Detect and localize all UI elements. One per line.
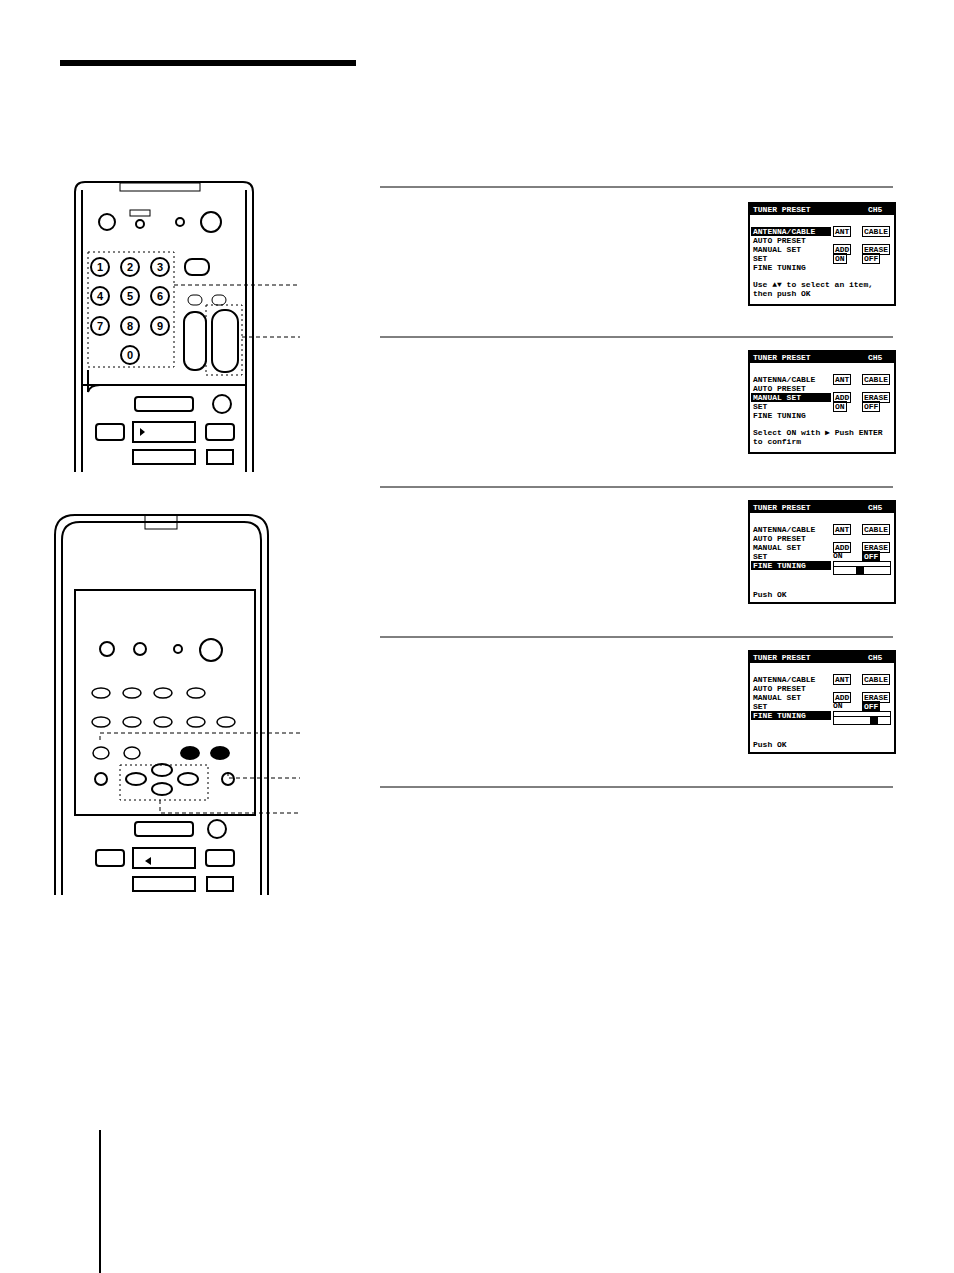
osd-screen: TUNER PRESET CH5ANTENNA/CABLE ANT CABLE AUTO… bbox=[748, 350, 896, 454]
screen-text: ANT bbox=[833, 226, 851, 237]
screen-text: TUNER PRESET bbox=[753, 353, 811, 362]
osd-screen: TUNER PRESET CH5ANTENNA/CABLE ANT CABLE AUTO… bbox=[748, 650, 896, 754]
screen-text: ANT bbox=[833, 374, 851, 385]
screen-text: ANTENNA/CABLE bbox=[753, 227, 815, 236]
screen-text: ON bbox=[833, 401, 847, 412]
screen-text: TUNER PRESET bbox=[753, 205, 811, 214]
screen-text: CABLE bbox=[862, 374, 890, 385]
screen-text: Push OK bbox=[753, 590, 891, 599]
screen-text: SET bbox=[753, 552, 767, 561]
screen-text: ANT bbox=[833, 674, 851, 685]
tuning-bar bbox=[833, 561, 891, 575]
screen-text: MANUAL SET bbox=[753, 245, 801, 254]
osd-screen: TUNER PRESET CH5ANTENNA/CABLE ANT CABLE AUTO… bbox=[748, 500, 896, 604]
screen-text: OFF bbox=[862, 701, 880, 712]
screen-text: FINE TUNING bbox=[753, 711, 806, 720]
screen-text: ANTENNA/CABLE bbox=[753, 675, 815, 684]
number-button bbox=[91, 258, 109, 276]
screen-text: Use ▲▼ to select an item, then push OK bbox=[753, 280, 891, 298]
number-button bbox=[121, 287, 139, 305]
screen-text: SET bbox=[753, 254, 767, 263]
tuning-bar bbox=[833, 711, 891, 725]
osd-screen: TUNER PRESET CH5ANTENNA/CABLE ANT CABLE AUTO… bbox=[748, 202, 896, 306]
button-number: 0 bbox=[122, 349, 138, 361]
screen-text: CH5 bbox=[868, 353, 882, 362]
screen-text: CH5 bbox=[868, 205, 882, 214]
tuning-scale bbox=[834, 716, 890, 717]
screen-text: ANT bbox=[833, 524, 851, 535]
screen-text: AUTO PRESET bbox=[753, 384, 806, 393]
screen-text: CH5 bbox=[868, 503, 882, 512]
button-number: 6 bbox=[152, 290, 168, 302]
screen-text: AUTO PRESET bbox=[753, 236, 806, 245]
screen-text: FINE TUNING bbox=[753, 411, 806, 420]
screen-text: OFF bbox=[862, 253, 880, 264]
screen-text: OFF bbox=[862, 551, 880, 562]
number-button bbox=[121, 346, 139, 364]
screen-text: SET bbox=[753, 702, 767, 711]
screen-text: FINE TUNING bbox=[753, 263, 806, 272]
button-number: 1 bbox=[92, 261, 108, 273]
screen-text: TUNER PRESET bbox=[753, 653, 811, 662]
screen-text: ON bbox=[833, 551, 843, 560]
screen-text: ANTENNA/CABLE bbox=[753, 525, 815, 534]
button-number: 7 bbox=[92, 320, 108, 332]
screen-text: ON bbox=[833, 701, 843, 710]
screen-text: MANUAL SET bbox=[753, 543, 801, 552]
button-number: 2 bbox=[122, 261, 138, 273]
screen-text: ANTENNA/CABLE bbox=[753, 375, 815, 384]
number-button bbox=[151, 317, 169, 335]
screen-text: CABLE bbox=[862, 674, 890, 685]
screen-text: Select ON with ▶ Push ENTER to confirm bbox=[753, 428, 891, 446]
screen-text: TUNER PRESET bbox=[753, 503, 811, 512]
tuning-scale bbox=[834, 566, 890, 567]
number-button bbox=[151, 287, 169, 305]
screen-text: SET bbox=[753, 402, 767, 411]
screen-text: AUTO PRESET bbox=[753, 534, 806, 543]
button-number: 9 bbox=[152, 320, 168, 332]
screen-text: CABLE bbox=[862, 226, 890, 237]
screen-text: MANUAL SET bbox=[753, 393, 801, 402]
number-button bbox=[121, 258, 139, 276]
screen-text: Push OK bbox=[753, 740, 891, 749]
screen-text: FINE TUNING bbox=[753, 561, 806, 570]
button-number: 5 bbox=[122, 290, 138, 302]
button-number: 8 bbox=[122, 320, 138, 332]
screen-text: OFF bbox=[862, 401, 880, 412]
screen-text: ON bbox=[833, 253, 847, 264]
number-button bbox=[91, 317, 109, 335]
number-button bbox=[151, 258, 169, 276]
button-number: 4 bbox=[92, 290, 108, 302]
screen-text: AUTO PRESET bbox=[753, 684, 806, 693]
button-number: 3 bbox=[152, 261, 168, 273]
number-button bbox=[91, 287, 109, 305]
screen-text: CH5 bbox=[868, 653, 882, 662]
screen-text: CABLE bbox=[862, 524, 890, 535]
tuning-marker bbox=[870, 717, 878, 724]
screen-text: MANUAL SET bbox=[753, 693, 801, 702]
number-button bbox=[121, 317, 139, 335]
tuning-marker bbox=[856, 567, 864, 574]
